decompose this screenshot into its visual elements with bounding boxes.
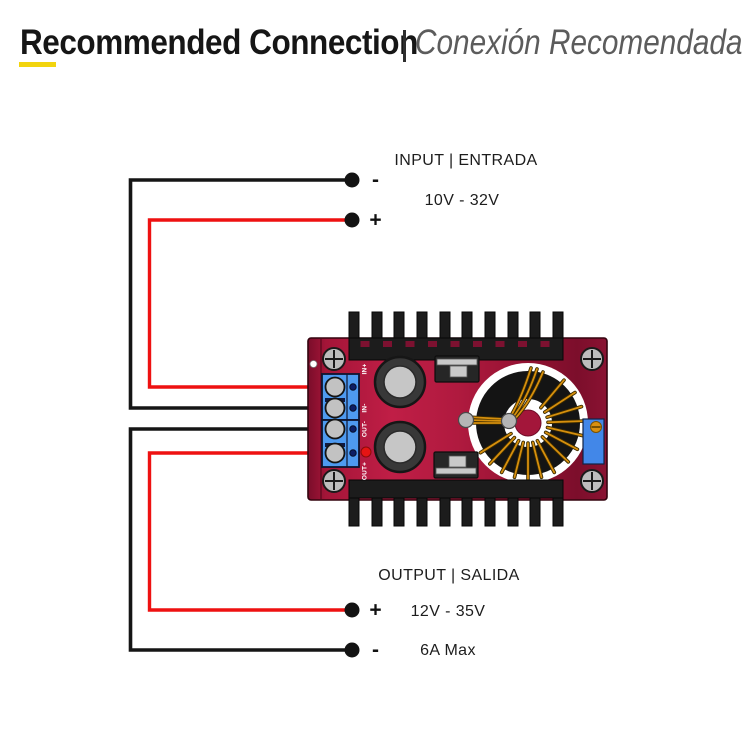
- terminal-block: IN+ IN- OUT- OUT+: [321, 364, 372, 480]
- trimmer-potentiometer: [582, 418, 605, 465]
- output-positive-sign: +: [369, 599, 381, 622]
- input-negative-wire: [128, 178, 352, 410]
- terminal-pin-1: [349, 383, 357, 391]
- terminal-screw-out-plus: [324, 442, 346, 464]
- capacitor-input-top: [383, 365, 417, 399]
- heatsink-bottom-spine: [348, 479, 564, 499]
- input-negative-terminal-dot: [344, 172, 360, 188]
- screw-top-left: [322, 347, 346, 371]
- output-negative-terminal-dot: [344, 642, 360, 658]
- smd-top-lead: [436, 358, 478, 366]
- terminal-screw-out-minus: [324, 418, 346, 440]
- pcb-mounting-hole: [309, 360, 318, 368]
- screw-top-right: [580, 347, 604, 371]
- output-negative-wire: [128, 427, 352, 652]
- terminal-label-in-plus: IN+: [362, 364, 369, 375]
- terminal-pin-4: [349, 449, 357, 457]
- heatsink-bottom-fins: [348, 497, 564, 527]
- output-heading: OUTPUT | SALIDA: [378, 567, 519, 584]
- output-positive-terminal-dot: [344, 602, 360, 618]
- winding-wire: [466, 367, 585, 480]
- wires: [128, 172, 360, 658]
- screw-bottom-left: [322, 469, 346, 493]
- input-voltage-range: 10V - 32V: [425, 192, 500, 209]
- terminal-screw-in-minus: [324, 397, 346, 419]
- input-positive-wire: [147, 218, 352, 389]
- output-current-max: 6A Max: [420, 642, 476, 659]
- power-led: [360, 446, 372, 458]
- toroid-inductor: [457, 363, 588, 483]
- page-title-spanish: Conexión Recomendada: [415, 23, 743, 62]
- input-positive-sign: +: [369, 209, 381, 232]
- title-accent-underline: [19, 62, 56, 67]
- solder-pad-left: [457, 411, 475, 429]
- input-heading: INPUT | ENTRADA: [394, 152, 537, 169]
- capacitor-input: [373, 355, 427, 409]
- page-title-english: Recommended Connection: [20, 23, 418, 62]
- output-voltage-range: 12V - 35V: [411, 603, 486, 620]
- input-positive-terminal-dot: [344, 212, 360, 228]
- heatsink-top: [348, 311, 564, 361]
- corner-screws: [322, 347, 604, 493]
- solder-pad-center: [500, 412, 518, 430]
- terminal-screw-in-plus: [324, 376, 346, 398]
- output-annotations: OUTPUT | SALIDA 12V - 35V 6A Max + -: [369, 567, 519, 662]
- capacitor-output-top: [383, 430, 417, 464]
- output-negative-sign: -: [372, 639, 379, 662]
- terminal-pin-3: [349, 425, 357, 433]
- smd-component-top: [434, 355, 480, 383]
- input-annotations: INPUT | ENTRADA 10V - 32V - +: [369, 152, 537, 232]
- terminal-pin-2: [349, 404, 357, 412]
- terminal-label-out-plus: OUT+: [362, 462, 369, 480]
- input-negative-sign: -: [372, 169, 379, 192]
- heatsink-bottom: [348, 479, 564, 527]
- smd-top-tab: [449, 365, 468, 378]
- boost-converter-board: IN+ IN- OUT- OUT+: [307, 311, 608, 527]
- smd-bottom-tab: [448, 455, 467, 468]
- terminal-label-out-minus: OUT-: [362, 421, 369, 437]
- terminal-label-in-minus: IN-: [362, 403, 369, 412]
- smd-bottom-lead: [435, 467, 477, 475]
- smd-component-bottom: [433, 451, 479, 479]
- heatsink-top-slots: [360, 341, 550, 347]
- output-positive-wire: [147, 451, 352, 612]
- title-separator-bar: [403, 30, 406, 62]
- toroid-windings: [465, 366, 586, 481]
- heatsink-top-fins: [348, 311, 564, 341]
- capacitor-output: [373, 420, 427, 474]
- screw-bottom-right: [580, 469, 604, 493]
